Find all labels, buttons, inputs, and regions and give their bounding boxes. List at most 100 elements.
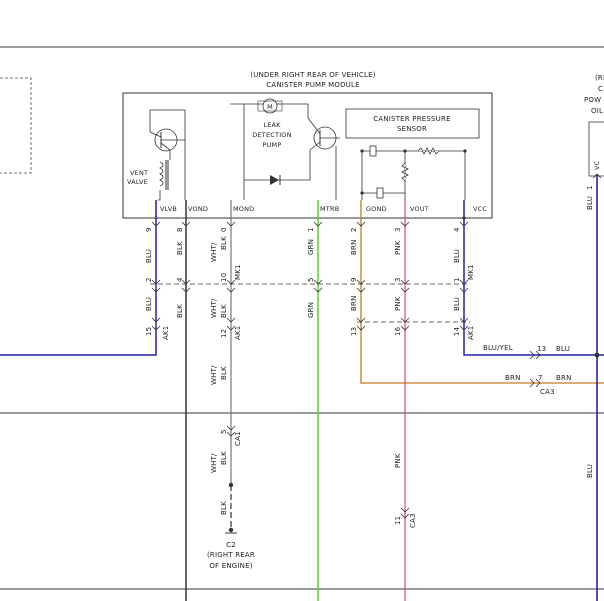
lbl-pnk-a-col: PNK (394, 240, 402, 255)
lbl-grn-b-num: 5 (307, 277, 315, 282)
module-location: (UNDER RIGHT REAR OF VEHICLE) (250, 71, 375, 79)
leak-pump-diode-wire (244, 150, 311, 181)
lbl-blk-a-col: BLK (176, 241, 184, 255)
vent-transistor-c (149, 131, 162, 138)
motor-icon (262, 98, 278, 114)
sensor-node-3 (463, 149, 467, 153)
lbl-brn-b-col: BRN (350, 295, 358, 311)
lbl-pnk-b-col: PNK (394, 296, 402, 311)
module-name: CANISTER PUMP MODULE (266, 81, 359, 89)
lbl-vcc-b-conn: MK1 (467, 264, 475, 280)
lbl-wb-e-num: 5 (220, 429, 228, 434)
lbl-pnk-e-num: 11 (394, 516, 402, 525)
sensor-node-1 (360, 149, 364, 153)
sensor-capacitor-2 (376, 187, 384, 199)
lbl-brn-a-num: 2 (350, 227, 358, 232)
lbl-bluyel-num: 13 (537, 345, 546, 353)
lbl-vcc-a-num: 4 (453, 227, 461, 232)
pressure-sensor-label-2: SENSOR (397, 125, 427, 133)
lbl-blk-g-col: BLK (220, 501, 228, 515)
lbl-vcc-b-col: BLU (453, 297, 461, 311)
lbl-pnk-e-conn: CA3 (409, 513, 417, 528)
horizontal-connector-marks (529, 173, 602, 388)
pin-vcc: VCC (473, 205, 487, 213)
pump-transistor-c (307, 117, 321, 135)
lbl-blu-b-col: BLU (145, 297, 153, 311)
pin-mtrb: MTRB (320, 205, 339, 213)
wire-vcc-blu[interactable] (463, 200, 604, 356)
lbl-right-blu-low: BLU (586, 464, 594, 478)
lbl-pnk-c-num: 16 (394, 326, 402, 336)
lbl-bluyel-col2: BLU (556, 345, 570, 353)
lbl-wb-a-num: 0 (220, 227, 228, 232)
pin-gond: GOND (366, 205, 387, 213)
lbl-brn-r-col: BRN (505, 374, 521, 382)
right-partial-l2: C (598, 85, 603, 93)
lbl-grn-a-col: GRN (307, 239, 315, 255)
junction-node-right (594, 352, 600, 358)
sensor-resistor-1 (417, 147, 440, 155)
diode-icon (270, 175, 279, 185)
lbl-wb-a-col1: WHT/ (210, 242, 218, 262)
right-partial-l1: (RI (595, 74, 604, 82)
leak-pump-label-1: LEAK (263, 121, 281, 129)
lbl-brn-c-num: 13 (350, 327, 358, 336)
wire-blu[interactable] (0, 200, 157, 356)
pin-vlvb: VLVB (160, 205, 177, 213)
lbl-wb-d-col2: BLK (220, 366, 228, 380)
lbl-vcc-a-col: BLU (453, 249, 461, 263)
pressure-sensor-box (345, 108, 480, 139)
lbl-vcc-c-conn: AK1 (467, 326, 475, 340)
ground-node (228, 482, 234, 488)
canister-pump-module-box (122, 92, 493, 219)
ground-c2-node (228, 527, 234, 533)
lbl-wb-b-conn: MK1 (234, 264, 242, 280)
wire-brn[interactable] (360, 200, 604, 384)
pressure-sensor-label-1: CANISTER PRESSURE (373, 115, 450, 123)
lbl-pnk-b-num: 3 (394, 277, 402, 282)
lbl-blk-b-col: BLK (176, 304, 184, 318)
right-partial-l4: OIL (591, 107, 603, 115)
lbl-wb-c-conn: AK1 (234, 326, 242, 340)
sensor-capacitor-1 (369, 145, 377, 157)
module-pin-chevrons (151, 221, 469, 519)
lbl-right-blu-col: BLU (586, 196, 594, 210)
right-partial-vc: VC (593, 160, 601, 170)
lbl-blu-a-col: BLU (145, 249, 153, 263)
right-partial-l3: POW (584, 96, 601, 104)
right-partial-box (588, 121, 604, 177)
lbl-right-blu-num: 1 (586, 185, 594, 190)
junction-node-vcc (462, 216, 466, 220)
sensor-node-2 (403, 149, 407, 153)
lbl-brn-r-col2: BRN (556, 374, 572, 382)
lbl-wb-a-col2: BLK (220, 236, 228, 250)
pin-vout: VOUT (410, 205, 429, 213)
lbl-pnk-a-num: 3 (394, 227, 402, 232)
lbl-vcc-c-num: 14 (453, 326, 461, 336)
left-component-box (0, 77, 32, 174)
leak-pump-label-2: DETECTION (252, 131, 291, 139)
lbl-vcc-b-num: 1 (453, 277, 461, 282)
lbl-blu-a-num: 9 (145, 227, 153, 232)
lbl-wb-f-col2: BLK (220, 451, 228, 465)
ground-c2-label: C2 (226, 541, 236, 549)
vent-valve-box (150, 109, 186, 200)
ground-c2-loc-1: (RIGHT REAR (207, 551, 255, 559)
vent-valve-label-2: VALVE (127, 178, 148, 186)
lbl-wb-d-col1: WHT/ (210, 365, 218, 385)
lbl-wb-c-num: 12 (220, 329, 228, 338)
lbl-wb-b-col1: WHT/ (210, 298, 218, 318)
pin-mond: MOND (233, 205, 254, 213)
sensor-node-4 (360, 191, 364, 195)
vent-valve-ground (158, 190, 161, 201)
lbl-blu-c-conn: AK1 (162, 326, 170, 340)
vent-valve-label-1: VENT (130, 169, 148, 177)
lbl-grn-a-num: 1 (307, 227, 315, 232)
lbl-brn-r-num: 7 (538, 374, 543, 382)
lbl-wb-f-col1: WHT/ (210, 453, 218, 473)
lbl-wb-e-conn: CA1 (234, 431, 242, 446)
wire-group (0, 175, 604, 601)
lbl-grn-b-col: GRN (307, 302, 315, 318)
vent-valve-coil-icon (159, 161, 164, 187)
